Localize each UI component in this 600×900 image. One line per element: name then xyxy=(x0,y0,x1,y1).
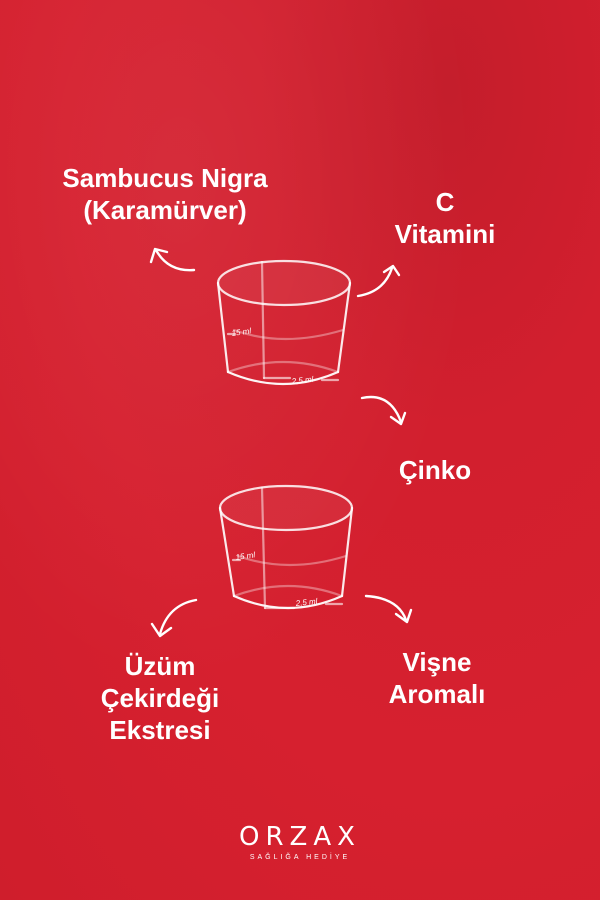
cup-bottom-mark-25ml: 2,5 ml xyxy=(294,597,318,608)
cup-top-mark-15ml: 15 ml xyxy=(231,326,252,338)
measuring-cup-bottom xyxy=(218,484,354,610)
arrow-to-cinko-icon xyxy=(360,395,407,426)
ingredient-vitamin-line-1: C xyxy=(435,187,455,217)
ingredient-sambucus: Sambucus Nigra (Karamürver) xyxy=(40,162,290,226)
ingredient-uzum-line-2: Çekirdeği xyxy=(100,683,220,713)
ingredient-cinko-line-1: Çinko xyxy=(398,455,472,485)
ingredient-cinko: Çinko xyxy=(380,454,490,486)
cup-top-mark-25ml: 2,5 ml xyxy=(290,375,314,386)
logo-tagline: SAĞLIĞA HEDİYE xyxy=(249,854,351,861)
arrow-to-sambucus-icon xyxy=(149,247,196,272)
ingredient-visne: Vişne Aromalı xyxy=(372,646,502,710)
ingredient-uzum-line-3: Ekstresi xyxy=(109,715,211,745)
ingredient-uzum-line-1: Üzüm xyxy=(124,651,196,681)
cup-bottom-mark-15ml: 15 ml xyxy=(235,550,256,562)
ingredient-sambucus-line-1: Sambucus Nigra xyxy=(62,163,268,193)
ingredient-vitamin-line-2: Vitamini xyxy=(394,219,496,249)
arrow-to-uzum-icon xyxy=(150,598,198,638)
ingredient-visne-line-1: Vişne xyxy=(402,647,472,677)
ingredient-vitamin-c: C Vitamini xyxy=(385,186,505,250)
ingredient-uzum: Üzüm Çekirdeği Ekstresi xyxy=(55,650,265,746)
arrow-to-vitamin-icon xyxy=(356,264,401,298)
measuring-cup-top xyxy=(216,259,352,386)
ingredient-sambucus-line-2: (Karamürver) xyxy=(83,195,247,225)
ingredient-visne-line-2: Aromalı xyxy=(388,679,486,709)
arrow-to-visne-icon xyxy=(364,594,413,624)
orzax-logo: ORZAX SAĞLIĞA HEDİYE xyxy=(210,822,390,861)
logo-brand: ORZAX xyxy=(239,822,361,852)
